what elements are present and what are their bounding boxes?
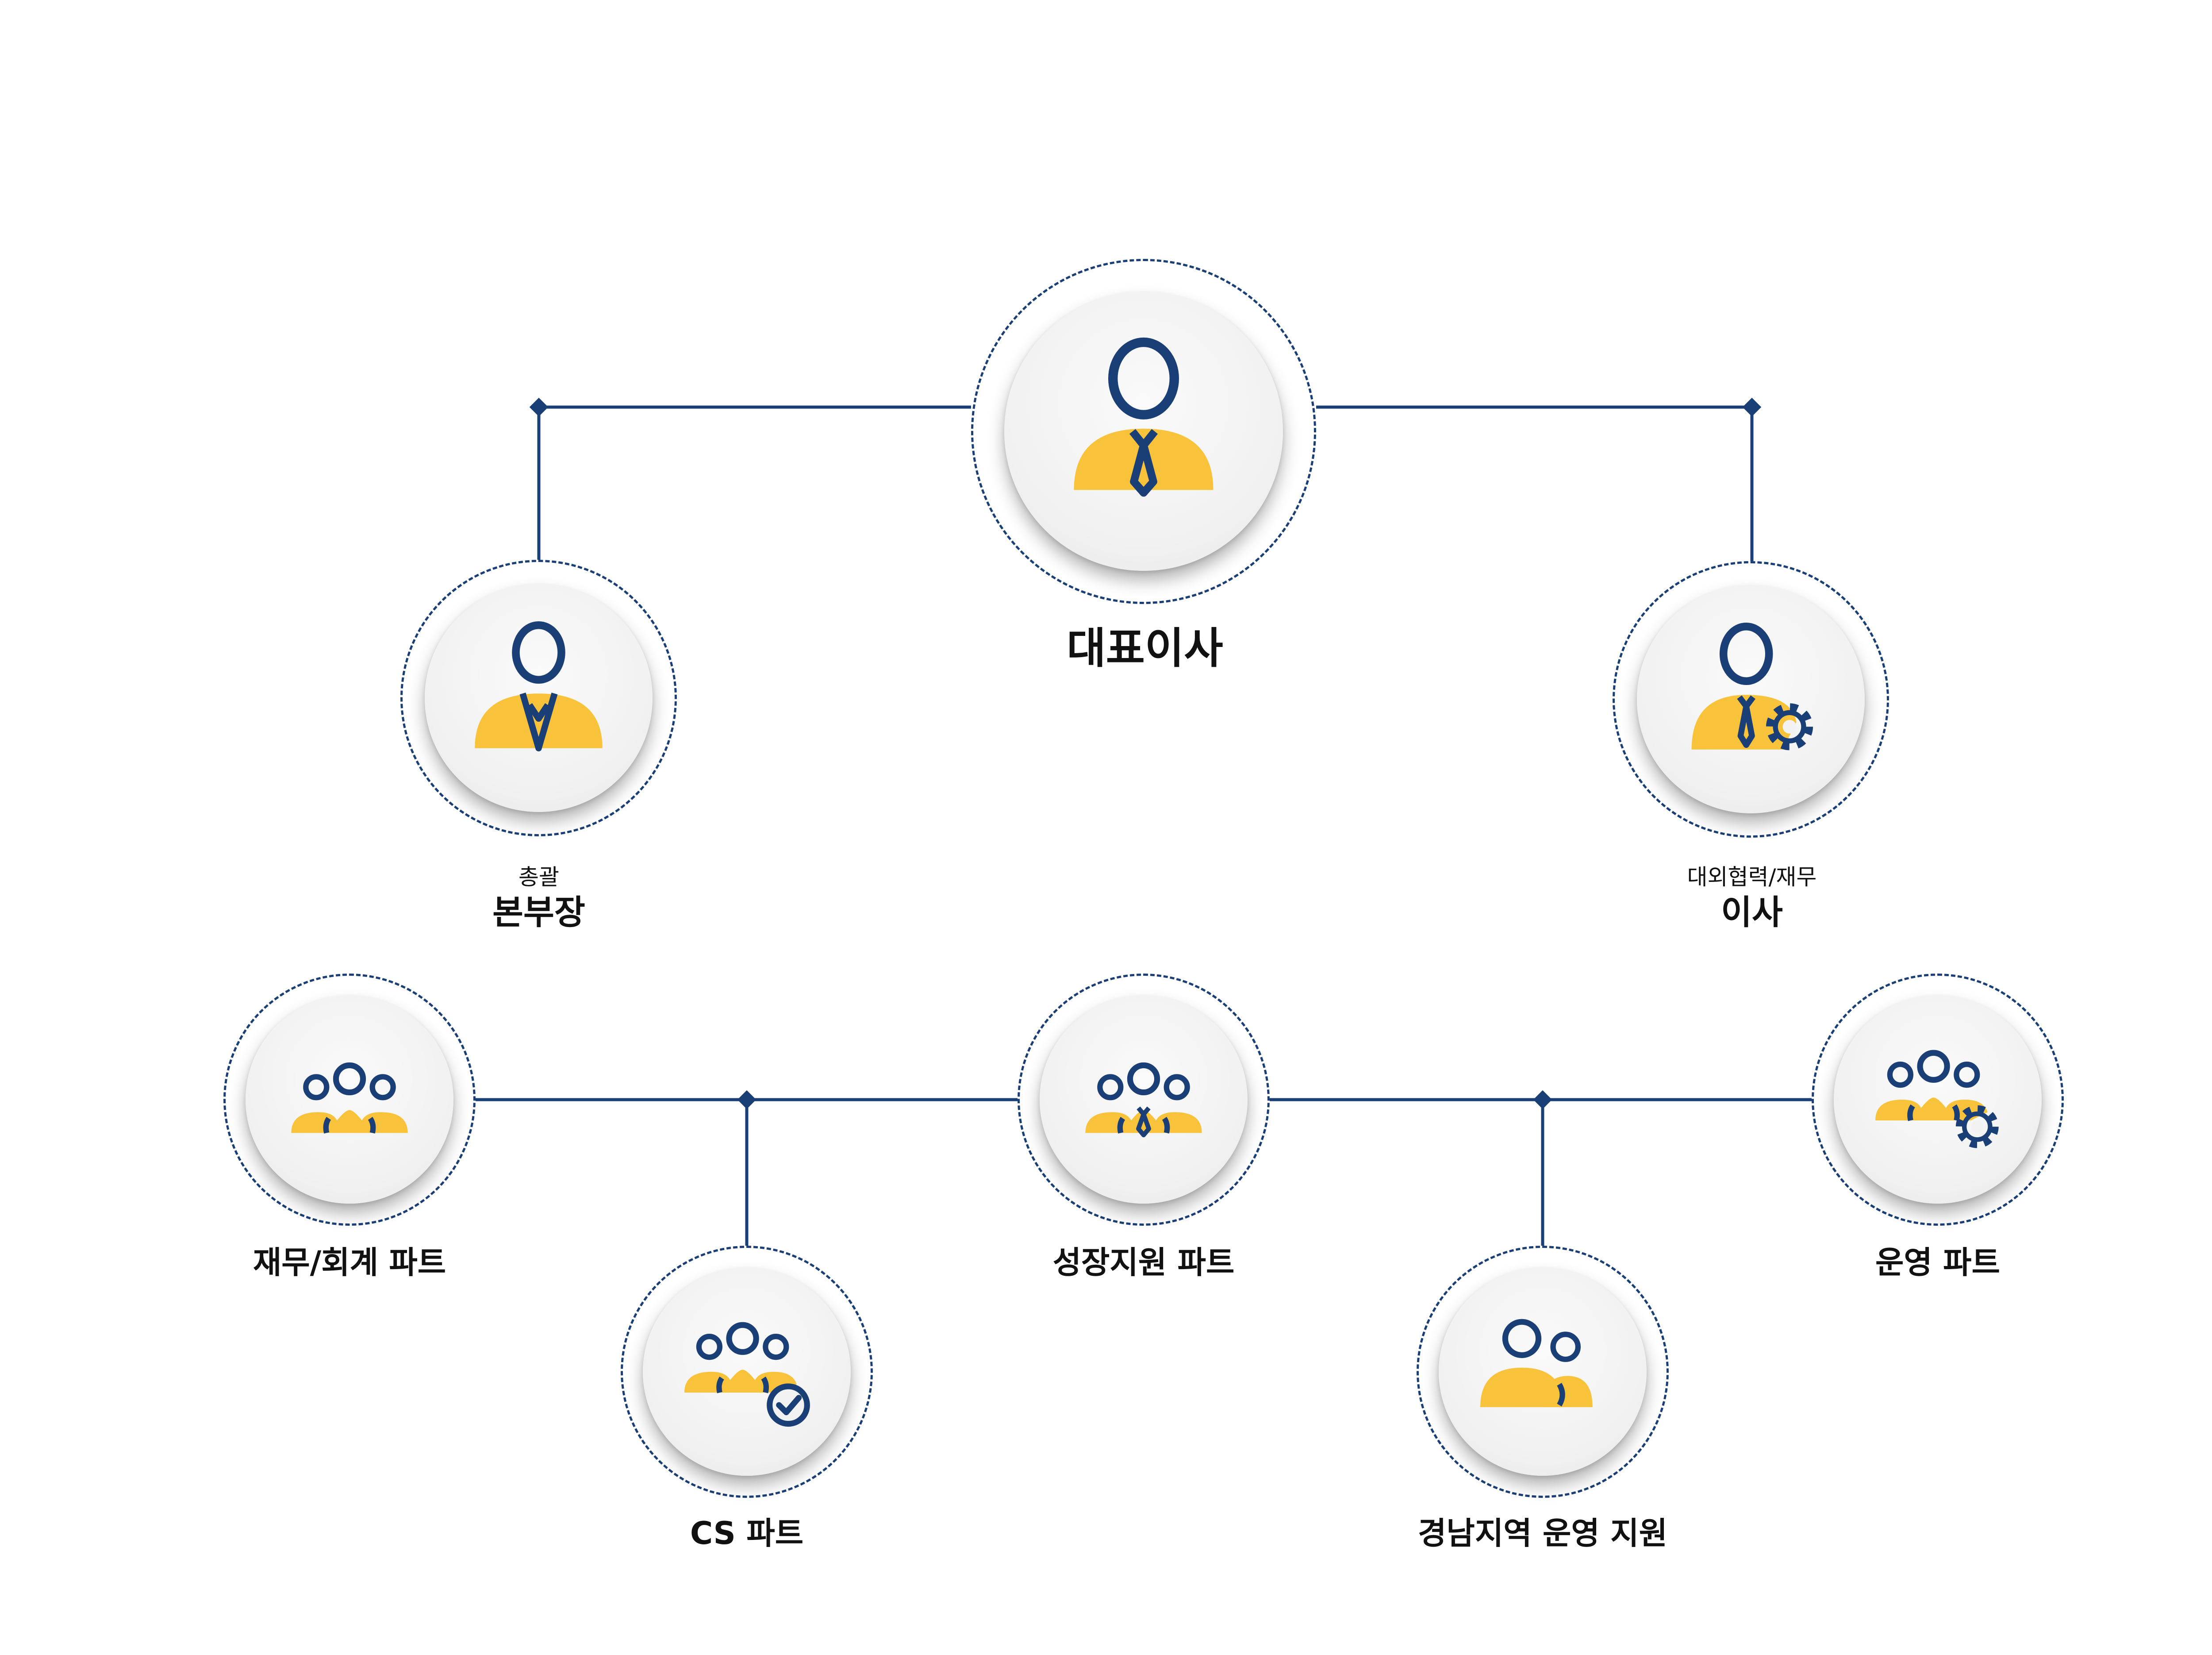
icon-disc [1637,585,1865,813]
team-check-icon [684,1322,810,1427]
growth-label: 성장지원 파트 [1053,1243,1235,1282]
dashed-ring [223,974,476,1226]
operations-label: 운영 파트 [1875,1243,2000,1282]
gyeongnam-label: 경남지역 운영 지원 [1418,1513,1667,1553]
team-icon [291,1062,408,1134]
dashed-ring [621,1246,873,1498]
person-gear-icon [1691,622,1813,751]
icon-disc [1834,996,2042,1204]
team-leader-tie-icon [1085,1062,1202,1138]
dashed-ring [1812,974,2064,1226]
executive-label: 대외협력/재무 이사 [1687,863,1817,934]
node-ceo [971,259,1316,604]
director-subtitle: 총괄 [518,864,559,890]
junction-diamond [737,1090,757,1109]
dashed-ring [1417,1246,1669,1498]
node-finance [223,974,476,1226]
node-operations [1812,974,2064,1226]
two-people-icon [1480,1319,1593,1407]
icon-disc [1040,996,1248,1204]
manager-person-collar-icon [475,621,603,752]
ceo-label: 대표이사 [1067,622,1223,675]
executive-person-tie-icon [1074,337,1214,497]
ceo-title: 대표이사 [1067,624,1223,673]
junction-diamond [1533,1090,1552,1109]
icon-disc [1004,292,1283,571]
cs-title: CS 파트 [690,1515,804,1551]
icon-disc [1439,1268,1647,1476]
finance-title: 재무/회계 파트 [253,1244,446,1281]
icon-disc [425,584,653,812]
team-gear-icon [1875,1050,1999,1148]
dashed-ring [400,560,677,836]
junction-diamond [1742,397,1762,417]
node-executive [1613,561,1889,838]
executive-title: 이사 [1721,893,1783,932]
gyeongnam-title: 경남지역 운영 지원 [1418,1515,1667,1551]
dashed-ring [1613,561,1889,838]
icon-disc [643,1268,851,1476]
junction-diamond [529,397,549,417]
node-growth [1018,974,1270,1226]
dashed-ring [971,259,1316,604]
dashed-ring [1018,974,1270,1226]
director-title: 본부장 [492,893,585,932]
icon-disc [246,996,453,1204]
executive-subtitle: 대외협력/재무 [1687,864,1817,890]
node-gyeongnam [1417,1246,1669,1498]
director-label: 총괄 본부장 [492,863,585,934]
node-director [400,560,677,836]
node-cs [621,1246,873,1498]
finance-label: 재무/회계 파트 [253,1243,446,1282]
cs-label: CS 파트 [690,1513,803,1553]
operations-title: 운영 파트 [1875,1244,2000,1281]
growth-title: 성장지원 파트 [1052,1244,1235,1281]
